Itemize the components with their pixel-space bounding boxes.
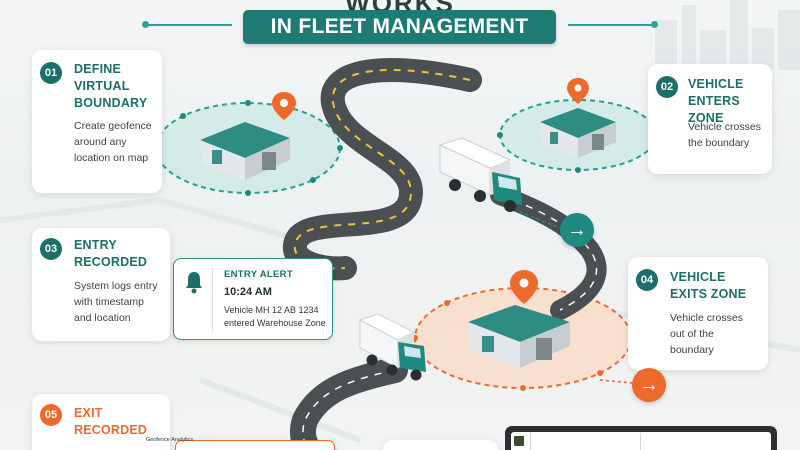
step-card-01: 01 DEFINE VIRTUAL BOUNDARY Create geofen… [32,50,162,193]
banner-text: IN FLEET MANAGEMENT [270,15,529,38]
title-decor-dot-left [142,21,149,28]
location-pin-icon [510,270,538,304]
alert-title: ENTRY ALERT [224,269,293,280]
step-description: Vehicle crosses the boundary [688,121,761,149]
step-title: DEFINE VIRTUAL BOUNDARY [74,62,148,110]
bell-icon [186,272,202,294]
step-number-badge: 03 [40,238,62,260]
title-decor-dot-right [651,21,658,28]
location-pin-icon [567,78,589,104]
step-number-badge: 05 [40,404,62,426]
step-title: VEHICLE ENTERS ZONE [688,77,744,125]
step-description: Vehicle crosses out of the boundary [670,312,743,356]
title-cut-text: WORKS [230,0,570,13]
step-title: EXIT RECORDED [74,406,148,437]
dashboard-divider [640,433,641,450]
step-description: Create geofence around any location on m… [74,120,152,164]
step-card-02: 02 VEHICLE ENTERS ZONE Vehicle crosses t… [648,64,772,174]
warehouse-icon [200,122,290,180]
dashboard-logo-tile [514,436,524,446]
city-skyline [655,0,800,70]
step-card-05: 05 EXIT RECORDED [32,394,170,450]
step-card-04: 04 VEHICLE EXITS ZONE Vehicle crosses ou… [628,257,768,370]
entry-alert-card: ENTRY ALERT 10:24 AM Vehicle MH 12 AB 12… [173,258,333,340]
alert-time: 10:24 AM [224,286,272,298]
step-number-badge: 01 [40,62,62,84]
title-decor-left [146,24,232,26]
step-title: VEHICLE EXITS ZONE [670,270,747,301]
bottom-card-partial [175,440,335,450]
dashboard-screen [505,426,777,450]
title-top-fragment: WORKS [230,0,570,13]
title-banner: IN FLEET MANAGEMENT [243,10,556,44]
dashboard-title: Geofence Analytics [146,437,194,443]
step-description: System logs entry with timestamp and loc… [74,280,158,324]
alert-message: Vehicle MH 12 AB 1234 entered Warehouse … [224,305,326,328]
dashboard-sidebar [530,433,531,450]
step-card-03: 03 ENTRY RECORDED System logs entry with… [32,228,170,341]
step-title: ENTRY RECORDED [74,238,148,269]
location-pin-icon [272,92,296,120]
arrow-right-icon: → [632,368,666,402]
truck-icon [438,137,522,212]
bottom-card-partial [383,440,498,450]
truck-icon [358,313,426,381]
arrow-right-icon: → [560,213,594,247]
step-number-badge: 02 [656,76,678,98]
warehouse-icon [468,305,570,368]
step-number-badge: 04 [636,269,658,291]
title-decor-right [568,24,654,26]
warehouse-icon [540,108,616,158]
dashboard-screen-inner [511,432,771,450]
alert-separator [212,269,213,331]
